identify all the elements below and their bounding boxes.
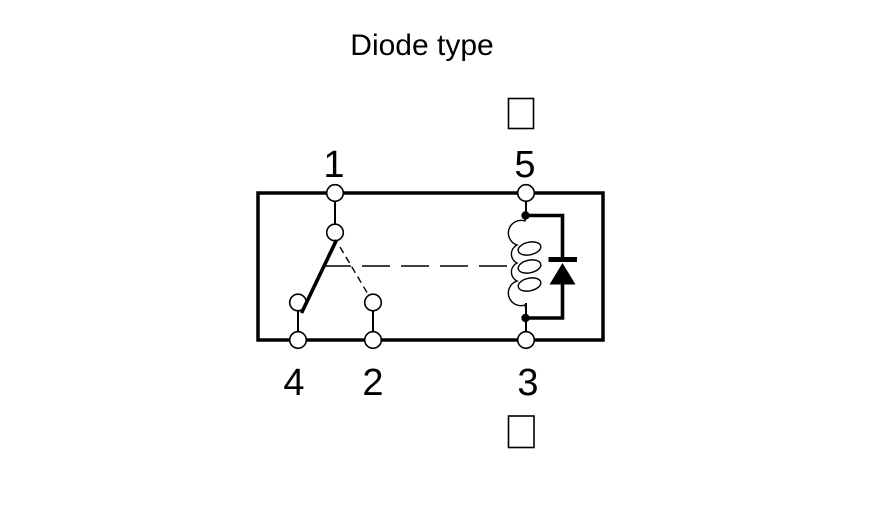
pin-label-5: 5 — [514, 144, 535, 186]
coil-symbol — [507, 215, 542, 311]
relay-body-outline — [256, 191, 605, 342]
pin-5-terminal — [516, 183, 536, 203]
pin-3-terminal — [516, 330, 536, 350]
pin-2-terminal — [363, 330, 383, 350]
diagram-title: Diode type — [350, 29, 493, 62]
pin-1-terminal — [325, 183, 345, 203]
coil-loop-3 — [517, 277, 542, 292]
no-contact — [363, 293, 383, 312]
coil-loop-1 — [517, 241, 542, 256]
junction-dot-top — [521, 211, 530, 220]
diode-symbol — [527, 213, 577, 320]
pin-label-1: 1 — [323, 144, 344, 186]
pin-label-4: 4 — [283, 362, 304, 404]
pin-label-2: 2 — [362, 362, 383, 404]
diode-anode-triangle — [549, 263, 576, 285]
coil-loop-2 — [517, 259, 542, 274]
junction-dot-bottom — [521, 313, 530, 323]
pin-label-3: 3 — [517, 362, 538, 404]
common-contact-pivot — [325, 223, 345, 242]
coil-winding-path — [507, 215, 527, 311]
diode-branch-wire — [527, 213, 565, 320]
switch-arm — [299, 239, 339, 314]
switch-alternate-position-dashed-line — [339, 246, 370, 296]
orientation-marker-top — [507, 97, 535, 130]
pin-4-terminal — [288, 330, 308, 350]
orientation-marker-bottom — [507, 415, 535, 449]
